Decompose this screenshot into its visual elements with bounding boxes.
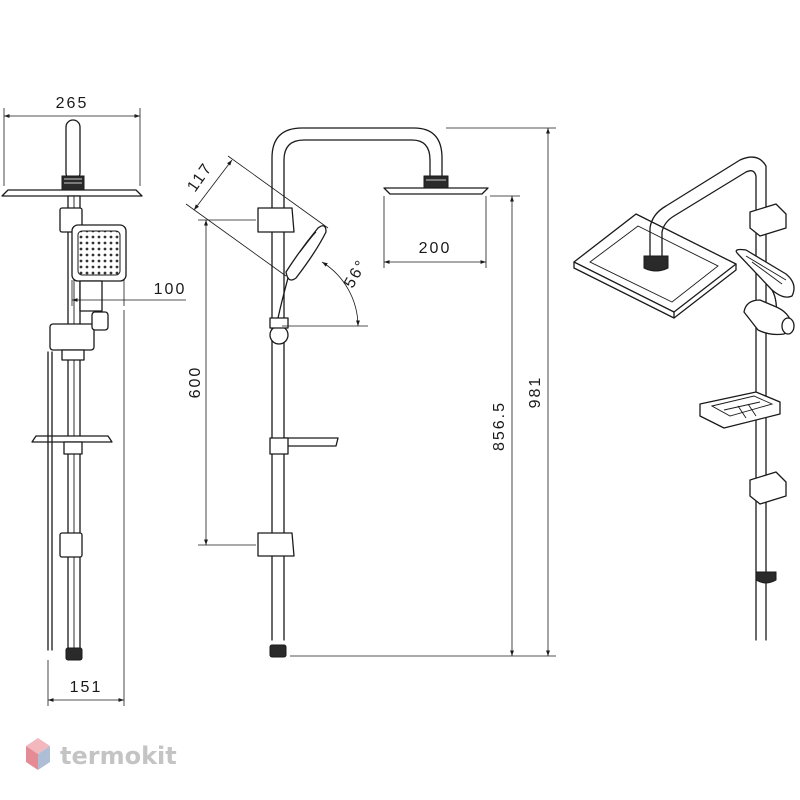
- side-upper-bracket: [257, 207, 295, 233]
- iso-slider: [743, 299, 793, 336]
- side-head-nut: [423, 175, 449, 189]
- dim-label-117: 117: [184, 160, 216, 196]
- front-hand-shower-handle: [79, 280, 103, 312]
- dim-151: 151: [47, 310, 125, 706]
- front-view: [1, 119, 143, 661]
- dim-100: 100: [71, 280, 187, 306]
- dim-label-200: 200: [419, 240, 452, 257]
- side-slider-knob: [269, 325, 289, 345]
- dim-label-265: 265: [56, 95, 89, 112]
- side-overhead-plate: [383, 187, 489, 195]
- dim-label-angle: 56°: [341, 256, 371, 291]
- iso-soap-dish: [699, 391, 781, 429]
- front-soap-dish: [31, 435, 113, 443]
- cube-logo-icon: [26, 738, 50, 770]
- dim-856-5: 856.5: [290, 195, 520, 657]
- side-arm-outer: [271, 127, 443, 641]
- side-lower-bracket: [257, 532, 295, 557]
- iso-lower-bracket: [749, 471, 787, 505]
- watermark: termokit: [26, 738, 177, 770]
- iso-arm-outer: [649, 156, 767, 641]
- iso-head-nut: [643, 255, 669, 272]
- dim-label-151: 151: [70, 679, 103, 696]
- dim-600: 600: [187, 219, 256, 546]
- dim-200: 200: [383, 196, 487, 268]
- dim-label-100: 100: [154, 281, 187, 298]
- front-upper-pipe: [65, 119, 81, 181]
- dim-265: 265: [3, 95, 141, 186]
- iso-view: [573, 156, 795, 641]
- dim-label-600: 600: [187, 366, 204, 399]
- front-overhead-plate: [1, 189, 143, 197]
- dim-label-981: 981: [527, 376, 544, 409]
- front-slider: [49, 323, 95, 351]
- side-bottom-cap: [269, 644, 287, 658]
- iso-upper-bracket: [749, 203, 787, 237]
- front-bottom-cap: [65, 647, 83, 661]
- side-soap-dish: [283, 437, 339, 447]
- iso-bottom-cap: [755, 571, 777, 584]
- front-lower-bracket: [59, 532, 83, 558]
- watermark-text: termokit: [60, 742, 177, 770]
- dim-981: 981: [446, 127, 556, 657]
- iso-hand-shower: [735, 248, 795, 298]
- side-hand-shower: [285, 225, 327, 281]
- side-view: [257, 127, 489, 658]
- dim-label-856-5: 856.5: [491, 401, 508, 451]
